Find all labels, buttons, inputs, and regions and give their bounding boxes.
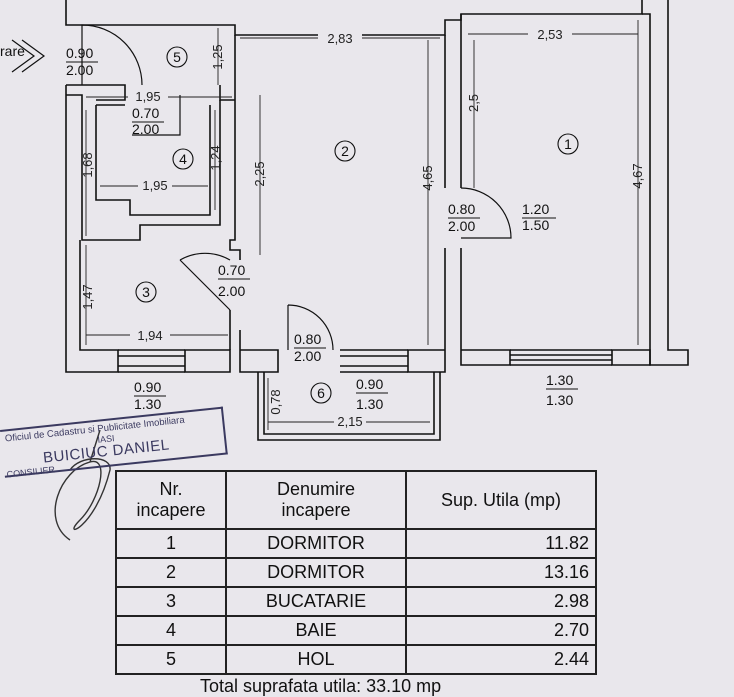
kitchen-door-height: 2.00 bbox=[218, 283, 245, 299]
row-name: HOL bbox=[225, 644, 407, 675]
balcony-window-width: 0.90 bbox=[356, 376, 383, 392]
table-row: 2 DORMITOR 13.16 bbox=[115, 557, 597, 588]
dim-balcony-height: 0,78 bbox=[268, 389, 283, 414]
dim-room2-width: 2,83 bbox=[327, 31, 352, 46]
room1-window-inner-width: 1.20 bbox=[522, 201, 549, 217]
room1-window-width: 1.30 bbox=[546, 372, 573, 388]
dim-balcony-width: 2,15 bbox=[337, 414, 362, 429]
dim-bath-width: 1,95 bbox=[142, 178, 167, 193]
table-row: 1 DORMITOR 11.82 bbox=[115, 528, 597, 559]
entry-label: rare bbox=[0, 43, 25, 59]
dim-kitchen-height: 1,47 bbox=[80, 284, 95, 309]
row-name: BUCATARIE bbox=[225, 586, 407, 617]
row-nr: 2 bbox=[115, 557, 227, 588]
bath-door-height: 2.00 bbox=[132, 121, 159, 137]
entry-door-height: 2.00 bbox=[66, 62, 93, 78]
row-area: 11.82 bbox=[405, 528, 597, 559]
row-nr: 1 bbox=[115, 528, 227, 559]
row-name: BAIE bbox=[225, 615, 407, 646]
dim-room1-upper: 2,5 bbox=[466, 94, 481, 112]
dim-bath-left: 1,68 bbox=[80, 152, 95, 177]
dim-bath-right: 1,24 bbox=[208, 145, 223, 170]
room-5-number: 5 bbox=[173, 49, 181, 65]
header-nr: Nr. incapere bbox=[115, 470, 227, 530]
table-row: 3 BUCATARIE 2.98 bbox=[115, 586, 597, 617]
opening-labels: 0.90 2.00 0.70 2.00 0.70 2.00 0.80 2.00 … bbox=[66, 45, 578, 412]
total-area: Total suprafata utila: 33.10 mp bbox=[200, 676, 442, 696]
walls bbox=[65, 0, 689, 441]
row-area: 13.16 bbox=[405, 557, 597, 588]
dim-room2-right: 4,65 bbox=[420, 165, 435, 190]
dim-room1-width: 2,53 bbox=[537, 27, 562, 42]
row-area: 2.98 bbox=[405, 586, 597, 617]
room-6-number: 6 bbox=[317, 385, 325, 401]
dim-room2-left: 2,25 bbox=[252, 161, 267, 186]
room-markers: 5 2 1 4 3 6 bbox=[135, 46, 579, 404]
bath-door-width: 0.70 bbox=[132, 105, 159, 121]
dim-room1-height: 4,67 bbox=[630, 163, 645, 188]
room1-window-height: 1.30 bbox=[546, 392, 573, 408]
dim-hall-width: 1,95 bbox=[135, 89, 160, 104]
door-swings bbox=[11, 24, 512, 351]
table-row: 4 BAIE 2.70 bbox=[115, 615, 597, 646]
dimension-labels: 2,83 2,53 1,25 1,95 1,95 1,68 1,24 2,25 … bbox=[80, 27, 645, 429]
row-nr: 3 bbox=[115, 586, 227, 617]
balcony-window-height: 1.30 bbox=[356, 396, 383, 412]
signature bbox=[54, 429, 111, 541]
header-name: Denumire incapere bbox=[225, 470, 407, 530]
room-3-number: 3 bbox=[142, 284, 150, 300]
area-table: Nr. incapere Denumire incapere Sup. Util… bbox=[115, 470, 597, 675]
room1-door-width: 0.80 bbox=[448, 201, 475, 217]
balcony-door-height: 2.00 bbox=[294, 348, 321, 364]
kitchen-door-width: 0.70 bbox=[218, 262, 245, 278]
room1-window-inner-height: 1.50 bbox=[522, 217, 549, 233]
room-1-number: 1 bbox=[564, 136, 572, 152]
table-header-row: Nr. incapere Denumire incapere Sup. Util… bbox=[115, 470, 597, 530]
room-4-number: 4 bbox=[179, 151, 187, 167]
dim-kitchen-width: 1,94 bbox=[137, 328, 162, 343]
row-nr: 4 bbox=[115, 615, 227, 646]
room1-door-height: 2.00 bbox=[448, 218, 475, 234]
kitchen-window-height: 1.30 bbox=[134, 396, 161, 412]
header-area: Sup. Utila (mp) bbox=[405, 470, 597, 530]
balcony-door-width: 0.80 bbox=[294, 331, 321, 347]
row-name: DORMITOR bbox=[225, 528, 407, 559]
row-name: DORMITOR bbox=[225, 557, 407, 588]
entry-door-width: 0.90 bbox=[66, 45, 93, 61]
table-row: 5 HOL 2.44 bbox=[115, 644, 597, 675]
room-2-number: 2 bbox=[341, 143, 349, 159]
row-nr: 5 bbox=[115, 644, 227, 675]
row-area: 2.70 bbox=[405, 615, 597, 646]
kitchen-window-width: 0.90 bbox=[134, 379, 161, 395]
row-area: 2.44 bbox=[405, 644, 597, 675]
dim-hall-height: 1,25 bbox=[210, 44, 225, 69]
